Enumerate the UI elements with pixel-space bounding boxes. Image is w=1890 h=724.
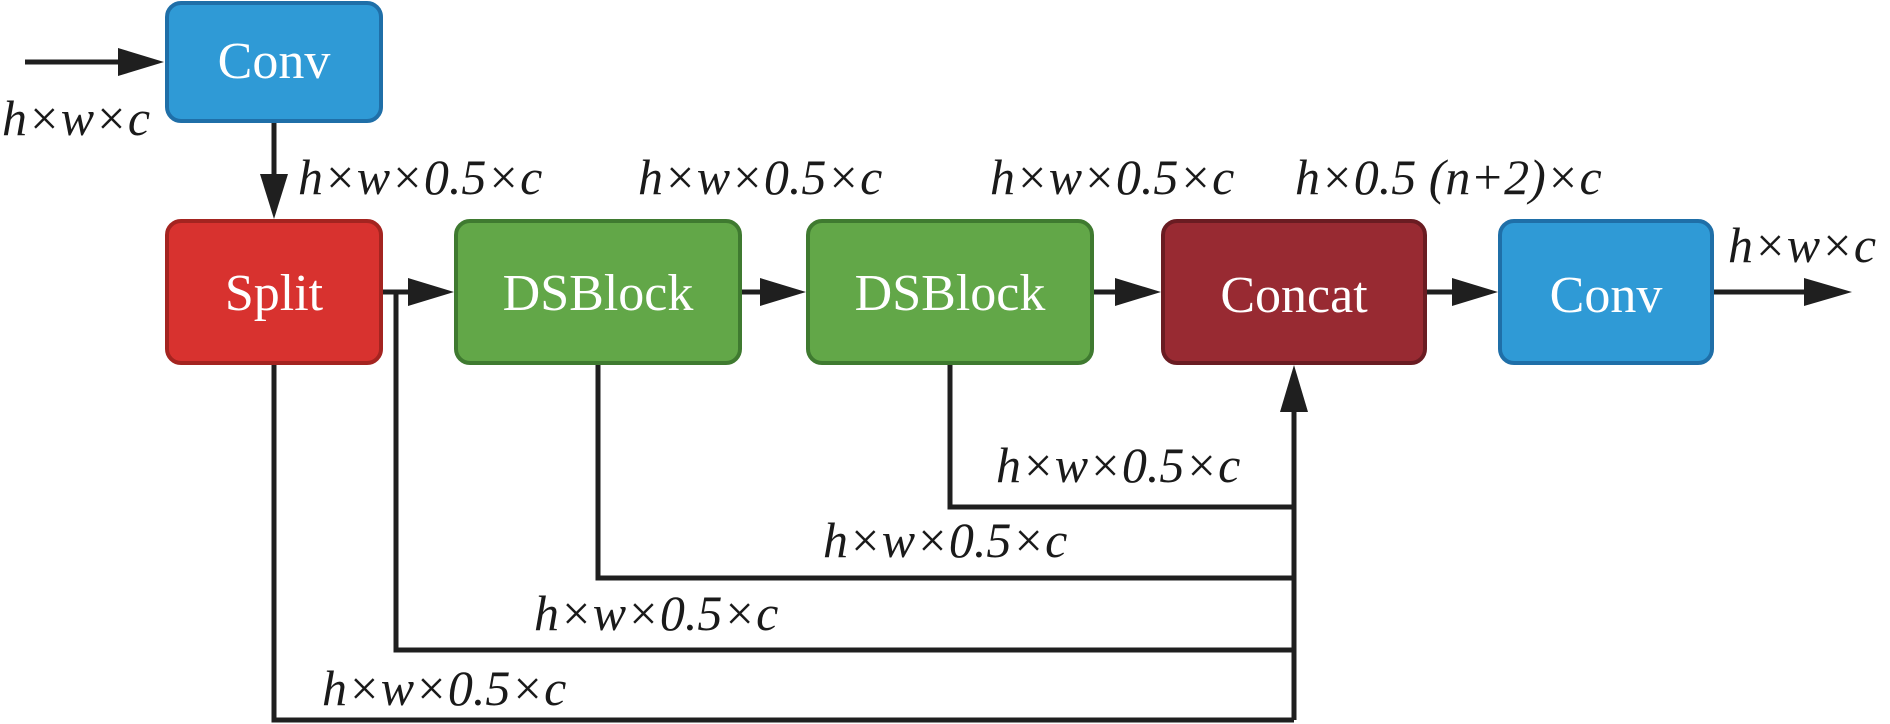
dim-input: h×w×c [2, 90, 150, 146]
dim-output: h×w×c [1728, 217, 1876, 273]
split-block: Split [165, 219, 383, 365]
conv-input-label: Conv [218, 33, 331, 90]
split-label: Split [225, 265, 324, 322]
dim-skip-dsblock2: h×w×0.5×c [996, 437, 1240, 493]
dsblock1-to-dsblock2-arrow [742, 278, 806, 306]
dsblock2-to-concat-arrow [1094, 278, 1161, 306]
input-arrow [25, 48, 164, 76]
dsblock-1-label: DSBlock [503, 265, 694, 322]
dim-skip-split-b: h×w×0.5×c [322, 660, 566, 716]
skip-dsblock1-line [595, 365, 1294, 581]
conv-output-label: Conv [1550, 267, 1663, 324]
skip-merge-arrow [1280, 365, 1308, 720]
dim-after-concat: h×0.5 (n+2)×c [1295, 149, 1602, 205]
dim-skip-split-a: h×w×0.5×c [534, 585, 778, 641]
dim-after-split: h×w×0.5×c [638, 149, 882, 205]
skip-split-b-line [271, 365, 1294, 723]
conv-to-split-arrow [260, 123, 288, 219]
concat-to-conv-arrow [1427, 278, 1498, 306]
dsblock-1: DSBlock [454, 219, 742, 365]
output-arrow [1714, 278, 1852, 306]
dim-after-conv: h×w×0.5×c [298, 149, 542, 205]
dsblock-2: DSBlock [806, 219, 1094, 365]
dim-after-dsblock1: h×w×0.5×c [990, 149, 1234, 205]
conv-output-block: Conv [1498, 219, 1714, 365]
dsblock-2-label: DSBlock [855, 265, 1046, 322]
skip-split-a-line [383, 289, 1294, 653]
concat-label: Concat [1220, 267, 1368, 324]
concat-block: Concat [1161, 219, 1427, 365]
skip-dsblock2-line [947, 365, 1294, 510]
conv-input-block: Conv [165, 1, 383, 123]
dim-skip-dsblock1: h×w×0.5×c [823, 512, 1067, 568]
